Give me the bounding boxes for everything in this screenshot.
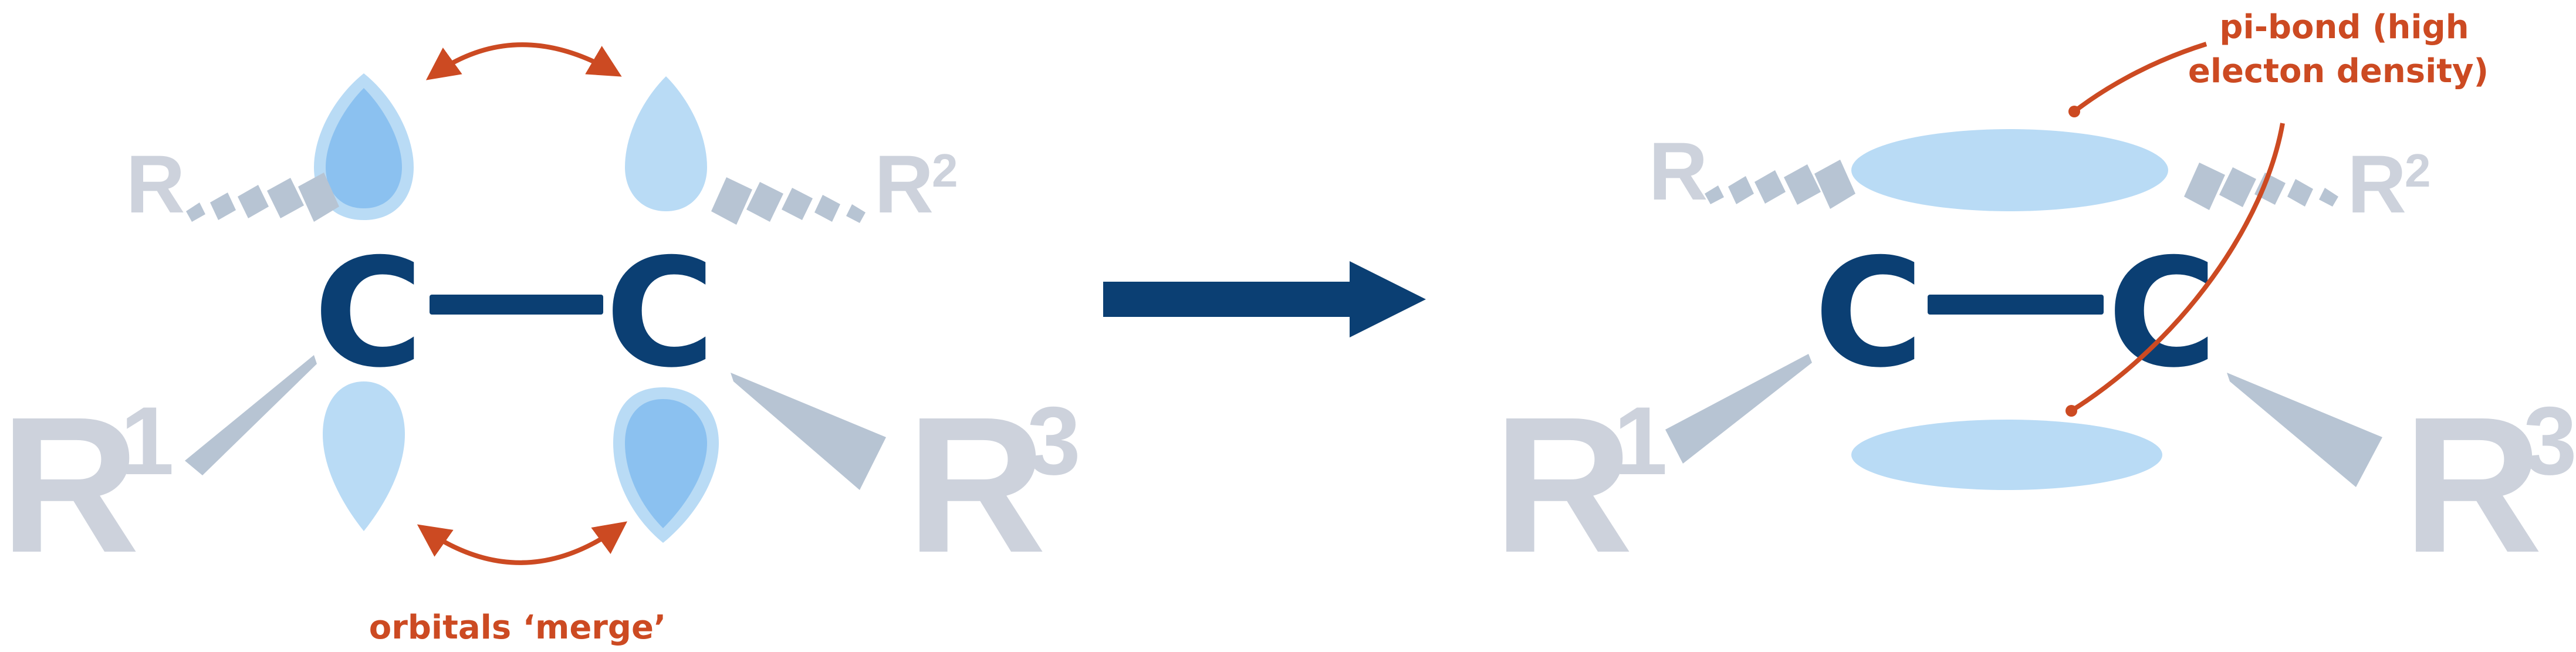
orbital-top-left bbox=[326, 88, 402, 208]
orbital-bottom-right bbox=[625, 399, 707, 528]
hash-segment bbox=[267, 178, 304, 218]
left-sub-r2-sup: 2 bbox=[932, 144, 958, 197]
right-sub-r2: R 2 bbox=[2347, 138, 2431, 230]
left-sub-r1-sup: 1 bbox=[120, 387, 174, 495]
right-molecule: C C R R 2 R 1 R 3 pi-bond (high electon … bbox=[1493, 8, 2576, 593]
left-sub-r3-base: R bbox=[907, 376, 1046, 593]
pi-bond-leader-bottom-dot bbox=[2065, 405, 2077, 417]
right-sub-r3: R 3 bbox=[2403, 376, 2576, 593]
hash-segment bbox=[711, 177, 752, 225]
pi-cloud-bottom bbox=[1851, 420, 2162, 490]
hash-segment bbox=[2219, 167, 2256, 207]
left-sub-r2: R 2 bbox=[874, 138, 958, 230]
hash-segment bbox=[814, 195, 840, 222]
merge-arrow-top bbox=[425, 42, 622, 80]
right-carbon-1: C bbox=[1814, 227, 1923, 401]
pi-bond-leader-top-dot bbox=[2068, 106, 2080, 117]
left-sub-r1: R 1 bbox=[0, 376, 174, 593]
left-sub-r: R bbox=[126, 138, 185, 230]
right-sub-r1: R 1 bbox=[1493, 376, 1668, 593]
hash-segment bbox=[1784, 164, 1821, 205]
right-wedge-r1 bbox=[1665, 354, 1812, 464]
hash-segment bbox=[298, 173, 339, 222]
hash-segment bbox=[2254, 173, 2286, 205]
merge-arrow-bottom bbox=[417, 521, 628, 565]
hash-segment bbox=[210, 192, 236, 220]
right-wedge-r3 bbox=[2227, 373, 2382, 487]
pi-cloud-top bbox=[1851, 129, 2168, 211]
left-sub-r2-base: R bbox=[874, 138, 934, 230]
left-merge-note: orbitals ‘merge’ bbox=[369, 609, 667, 647]
left-molecule: C C R R 2 R 1 R 3 orbitals ‘merge’ bbox=[0, 42, 1081, 647]
left-p-orbitals bbox=[314, 73, 719, 543]
left-wedge-r1 bbox=[185, 355, 317, 475]
left-cc-bond bbox=[430, 295, 603, 315]
hash-segment bbox=[1814, 160, 1855, 209]
arrow-right-icon bbox=[1103, 261, 1426, 337]
right-sub-r1-sup: 1 bbox=[1614, 387, 1668, 495]
orbital-top-right bbox=[625, 76, 707, 211]
hash-segment bbox=[2184, 163, 2225, 210]
hash-segment bbox=[1754, 170, 1786, 204]
pi-bond-leader-bottom bbox=[2070, 123, 2285, 413]
reaction-arrow-shaft bbox=[1103, 282, 1361, 317]
left-hashed-bonds bbox=[186, 173, 866, 225]
right-sub-r: R bbox=[1648, 125, 1708, 217]
right-sub-r2-base: R bbox=[2347, 138, 2406, 230]
pi-bond-note-line-2: electon density) bbox=[2188, 52, 2489, 90]
reaction-arrow-head bbox=[1350, 261, 1426, 337]
right-hashed-bonds bbox=[1705, 160, 2338, 210]
left-sub-r1-base: R bbox=[0, 376, 140, 593]
pi-bond-leader-top bbox=[2073, 42, 2207, 114]
left-sub-r3-sup: 3 bbox=[1027, 387, 1081, 495]
hash-segment bbox=[846, 204, 866, 223]
orbital-bottom-left bbox=[323, 381, 405, 531]
left-carbon-2: C bbox=[605, 227, 715, 401]
left-carbon-1: C bbox=[313, 227, 423, 401]
left-sub-r3: R 3 bbox=[907, 376, 1081, 593]
hash-segment bbox=[2319, 188, 2338, 207]
right-sub-r2-sup: 2 bbox=[2405, 144, 2431, 197]
right-sub-r3-base: R bbox=[2403, 376, 2543, 593]
hash-segment bbox=[1728, 176, 1754, 204]
hash-segment bbox=[2287, 179, 2313, 207]
hash-segment bbox=[746, 182, 783, 222]
right-cc-bond bbox=[1928, 295, 2104, 315]
right-sub-r3-sup: 3 bbox=[2523, 387, 2576, 495]
pi-bond-note-line-1: pi-bond (high bbox=[2219, 8, 2469, 46]
left-wedge-r3 bbox=[731, 373, 886, 490]
right-sub-r1-base: R bbox=[1493, 376, 1633, 593]
hash-segment bbox=[238, 185, 269, 218]
hash-segment bbox=[782, 188, 813, 220]
hash-segment bbox=[186, 202, 205, 222]
hash-segment bbox=[1705, 185, 1724, 204]
